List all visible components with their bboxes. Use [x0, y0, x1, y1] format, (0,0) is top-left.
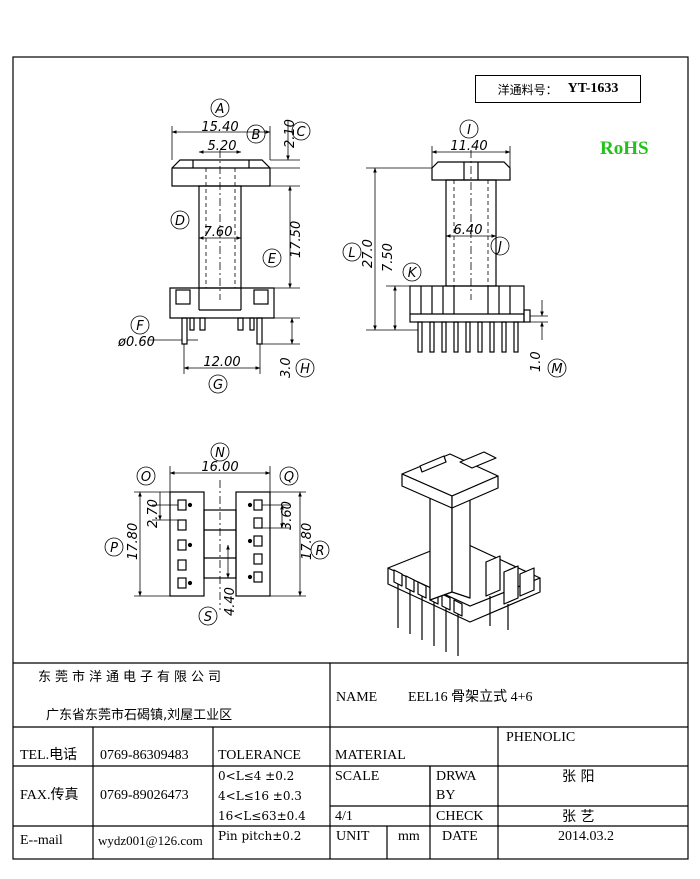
svg-text:I: I — [467, 123, 471, 138]
rohs-mark: RoHS — [600, 138, 649, 159]
tel-label: TEL.电话 — [20, 748, 78, 763]
tolerance-row-3: 16<L≤63±0.4 — [218, 809, 306, 823]
svg-text:B: B — [252, 128, 261, 143]
side-dim-labels: I J L K M 11.40 6.40 27.0 7.50 1.0 — [348, 123, 562, 377]
front-dimensions — [130, 98, 315, 394]
part-number-label: 洋通料号： — [497, 82, 558, 97]
scale-label: SCALE — [335, 769, 380, 784]
dim-i-value: 11.40 — [450, 139, 487, 154]
part-number-value: YT-1633 — [567, 81, 619, 96]
part-number-box: 洋通料号： YT-1633 — [475, 75, 641, 103]
svg-text:H: H — [300, 362, 310, 377]
front-top-flange — [171, 159, 271, 187]
dim-b-value: 5.20 — [208, 139, 237, 154]
company-address: 广东省东莞市石碣镇,刘屋工业区 — [46, 708, 233, 723]
tolerance-row-4: Pin pitch±0.2 — [218, 829, 302, 843]
sheet-border — [12, 56, 689, 860]
dim-j-value: 6.40 — [454, 223, 483, 238]
dim-m-value: 1.0 — [529, 351, 544, 372]
svg-text:D: D — [175, 214, 185, 229]
email-value: wydz001@126.com — [98, 833, 203, 848]
svg-text:Q: Q — [284, 470, 294, 485]
svg-text:F: F — [136, 319, 144, 334]
dim-o-value: 2.70 — [146, 499, 161, 528]
company-name: 东莞市洋通电子有限公司 — [38, 670, 226, 685]
bottom-dimensions — [104, 442, 330, 626]
side-base — [409, 285, 525, 323]
name-label: NAME — [336, 690, 378, 705]
bottom-view — [169, 480, 271, 610]
dim-r-value: 17.80 — [300, 523, 315, 560]
svg-text:O: O — [141, 470, 151, 485]
dim-f-value: ø0.60 — [117, 335, 155, 350]
check-label: CHECK — [436, 809, 484, 824]
svg-text:K: K — [408, 266, 418, 281]
bottom-left-block — [169, 491, 205, 597]
front-view — [169, 150, 275, 345]
material-label: MATERIAL — [335, 748, 406, 763]
front-base — [169, 287, 275, 319]
side-dimensions — [342, 119, 567, 378]
svg-text:S: S — [204, 610, 212, 625]
date-label: DATE — [442, 829, 478, 844]
unit-value: mm — [398, 829, 420, 844]
tolerance-row-2: 4<L≤16 ±0.3 — [218, 789, 302, 803]
dim-n-value: 16.00 — [201, 460, 238, 475]
fax-label: FAX.传真 — [20, 788, 79, 803]
drawn-by-label-line1: DRWA — [436, 769, 477, 784]
svg-text:P: P — [110, 541, 118, 556]
check-value: 张 艺 — [562, 809, 595, 825]
svg-text:A: A — [215, 102, 225, 117]
svg-text:L: L — [348, 246, 355, 261]
dim-l-value: 27.0 — [361, 239, 376, 268]
side-view — [409, 150, 531, 353]
drawn-by-value: 张 阳 — [562, 769, 595, 785]
scale-value: 4/1 — [335, 809, 353, 824]
fax-value: 0769-89026473 — [100, 788, 189, 803]
unit-label: UNIT — [336, 829, 370, 844]
dim-c-value: 2.10 — [283, 119, 298, 148]
bottom-right-block — [235, 491, 271, 597]
dim-k-value: 7.50 — [381, 243, 396, 272]
dim-a-value: 15.40 — [201, 120, 238, 135]
svg-text:C: C — [296, 125, 306, 140]
tel-value: 0769-86309483 — [100, 748, 189, 763]
dim-d-value: 7.60 — [204, 225, 233, 240]
svg-text:N: N — [215, 446, 225, 461]
title-block-grid — [13, 662, 688, 859]
date-value: 2014.03.2 — [558, 829, 614, 844]
svg-text:M: M — [551, 362, 562, 377]
name-value: EEL16 骨架立式 4+6 — [408, 690, 533, 705]
dim-s-value: 4.40 — [223, 587, 238, 616]
svg-text:R: R — [315, 544, 324, 559]
dim-g-value: 12.00 — [203, 355, 240, 370]
drawn-by-label-line2: BY — [436, 788, 456, 803]
dim-q-value: 3.60 — [280, 501, 295, 530]
svg-text:J: J — [495, 240, 502, 255]
material-value: PHENOLIC — [506, 730, 576, 745]
tolerance-label: TOLERANCE — [218, 748, 301, 763]
tolerance-row-1: 0<L≤4 ±0.2 — [218, 769, 295, 783]
email-label: E--mail — [20, 833, 63, 848]
svg-text:E: E — [268, 252, 277, 267]
isometric-view — [387, 451, 541, 656]
bottom-dim-labels: N O Q P R S 16.00 2.70 17.80 3.60 17.80 4.4… — [110, 446, 324, 625]
dim-e-value: 17.50 — [289, 221, 304, 258]
front-dim-labels: A B C D E F G H 15.40 5.20 2.10 7.60 17.50 ø… — [117, 102, 310, 393]
svg-text:G: G — [213, 378, 223, 393]
dim-p-value: 17.80 — [126, 523, 141, 560]
dim-h-value: 3.0 — [279, 357, 294, 378]
